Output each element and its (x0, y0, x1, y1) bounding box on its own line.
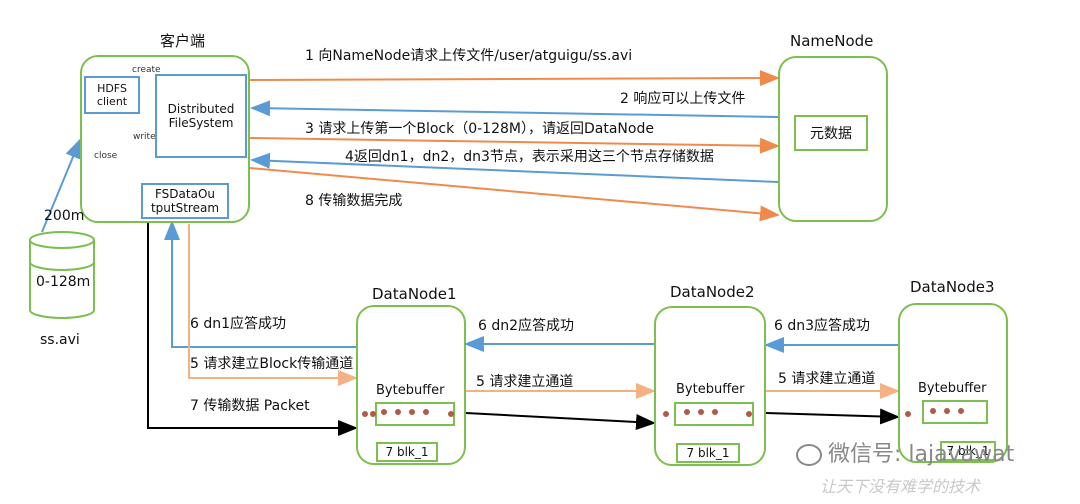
arrow-transfer-packet (147, 220, 358, 436)
client-title: 客户端 (160, 32, 206, 50)
arrow-2-response (250, 100, 779, 118)
arrow-dn1-ack (164, 220, 356, 348)
arrow-1-request-upload (249, 70, 780, 87)
datanode1-block-box: 7 blk_1 (376, 442, 438, 462)
dn3-request-message: 5 请求建立通道 (778, 371, 876, 387)
packet-dot (958, 408, 964, 414)
datanode1-title: DataNode1 (372, 285, 457, 303)
write-label: write (133, 132, 156, 142)
metadata-box: 元数据 (794, 115, 868, 151)
packet-dot (395, 409, 401, 415)
file-cylinder (29, 231, 95, 319)
message-4: 4返回dn1，dn2，dn3节点，表示采用这三个节点存储数据 (345, 149, 714, 165)
watermark-subtext: 让天下没有难学的技术 (820, 477, 981, 496)
close-label: close (94, 151, 118, 161)
datanode1-block-label: 7 blk_1 (385, 445, 429, 459)
distributed-filesystem-label: Distributed FileSystem (167, 102, 235, 130)
dn1-request-message: 5 请求建立Block传输通道 (190, 356, 354, 372)
datanode3-block-box: 7 blk_1 (940, 441, 996, 461)
datanode3-node (898, 303, 1008, 463)
packet-dot (423, 409, 429, 415)
file-size-label: 200m (44, 208, 85, 224)
dn2-ack-message: 6 dn2应答成功 (478, 318, 575, 334)
dn2-request-message: 5 请求建立通道 (476, 374, 574, 390)
create-label: create (132, 65, 161, 75)
fsdataoutputstream-label: FSDataOu tputStream (150, 187, 220, 215)
datanode2-title: DataNode2 (670, 283, 755, 301)
arrow-4-return-nodes (250, 152, 779, 183)
datanode3-buffer-label: Bytebuffer (918, 381, 987, 396)
transfer-packet-message: 7 传输数据 Packet (190, 398, 310, 414)
packet-dot (712, 409, 718, 415)
datanode2-block-label: 7 blk_1 (686, 446, 730, 460)
datanode1-node (356, 305, 466, 465)
packet-dot (381, 409, 387, 415)
dn1-ack-message: 6 dn1应答成功 (190, 316, 287, 332)
datanode1-buffer-label: Bytebuffer (376, 383, 445, 398)
packet-dot (944, 408, 950, 414)
wechat-watermark-text: 微信号: lajavawat (828, 442, 1015, 467)
packet-dot (698, 409, 704, 415)
arrow-3-request-block (249, 137, 780, 154)
file-name: ss.avi (40, 332, 80, 348)
packet-dot (930, 408, 936, 414)
packet-dot (448, 411, 454, 417)
hdfs-client-label: HDFS client (96, 82, 128, 108)
datanode2-node (654, 306, 766, 466)
packet-dot (663, 411, 669, 417)
datanode1-buffer-box (375, 402, 455, 426)
datanode3-buffer-box (922, 400, 988, 424)
packet-dot (409, 409, 415, 415)
arrow-file-to-client (41, 138, 81, 233)
datanode2-buffer-label: Bytebuffer (676, 382, 745, 397)
packet-dot (362, 411, 368, 417)
message-8: 8 传输数据完成 (305, 193, 403, 209)
hdfs-client-box: HDFS client (84, 76, 140, 114)
file-block-label: 0-128m (36, 274, 91, 290)
arrow-dn1-request (188, 224, 358, 386)
message-1: 1 向NameNode请求上传文件/user/atguigu/ss.avi (305, 48, 633, 64)
distributed-filesystem-box: Distributed FileSystem (155, 74, 247, 158)
fsdataoutputstream-box: FSDataOu tputStream (141, 183, 229, 219)
arrow-8-complete (249, 167, 780, 222)
packet-dot (684, 409, 690, 415)
wechat-watermark: 微信号: lajavawat (796, 442, 1014, 467)
message-3: 3 请求上传第一个Block（0-128M），请返回DataNode (305, 121, 654, 137)
metadata-label: 元数据 (810, 126, 852, 142)
packet-dot (905, 411, 911, 417)
wechat-icon (796, 444, 822, 466)
message-2: 2 响应可以上传文件 (620, 91, 746, 107)
datanode3-block-label: 7 blk_1 (946, 444, 990, 458)
arrow-dn2-transfer (465, 412, 656, 431)
packet-dot (746, 411, 752, 417)
namenode-title: NameNode (790, 32, 874, 50)
dn3-ack-message: 6 dn3应答成功 (774, 318, 871, 334)
packet-dot (370, 411, 376, 417)
datanode2-block-box: 7 blk_1 (676, 443, 740, 463)
arrow-dn3-transfer (765, 408, 900, 425)
datanode3-title: DataNode3 (910, 278, 995, 296)
